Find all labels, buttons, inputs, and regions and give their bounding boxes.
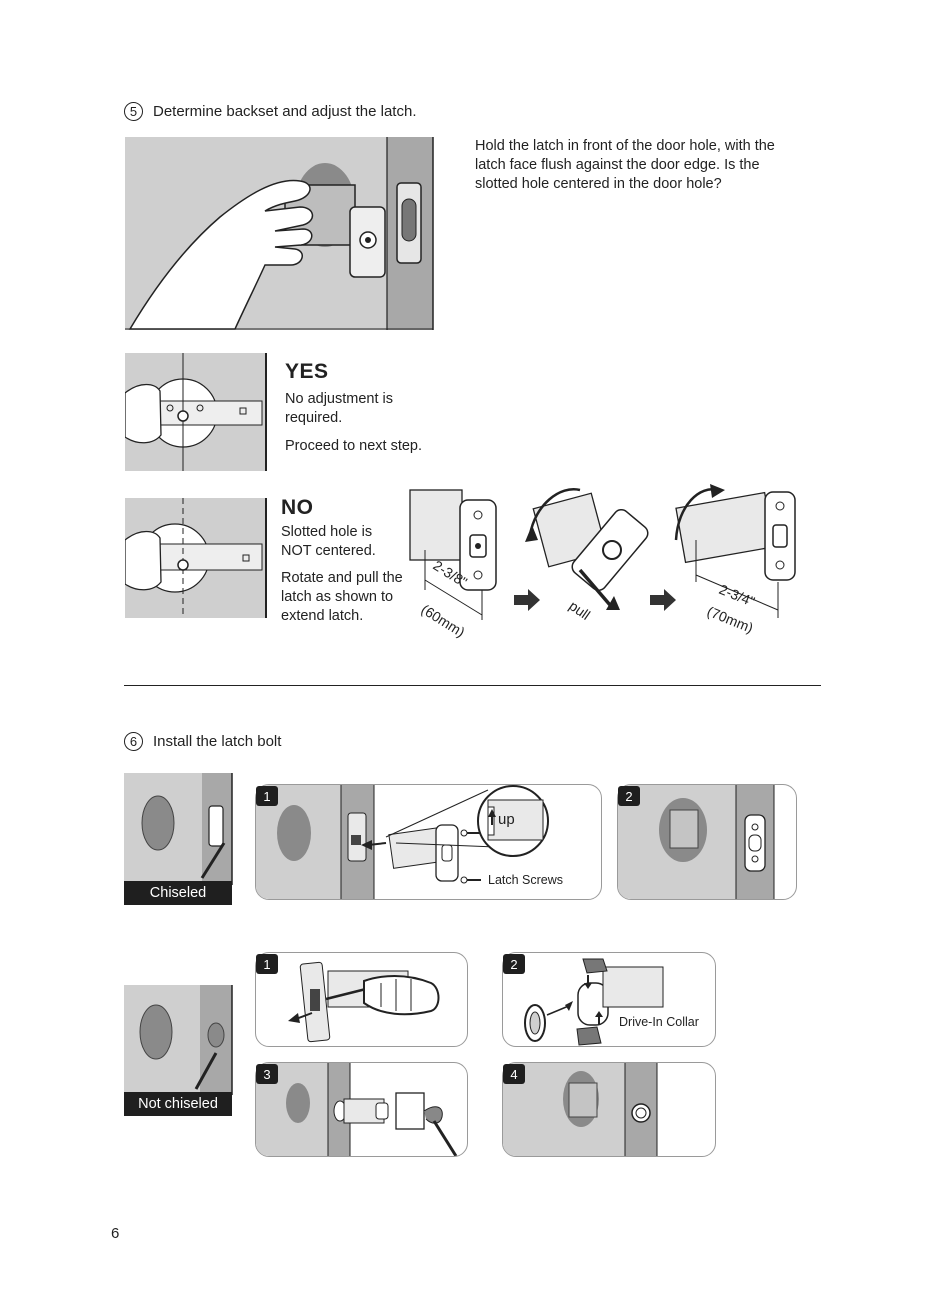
not-chiseled-panel-1-badge: 1 xyxy=(256,954,278,974)
not-chiseled-panel-4 xyxy=(502,1062,716,1157)
not-chiseled-panel-4-badge: 4 xyxy=(503,1064,525,1084)
chiseled-label: Chiseled xyxy=(124,881,232,905)
arrow-icon xyxy=(565,1001,573,1011)
no-heading: NO xyxy=(281,496,314,519)
pull-arrow-icon xyxy=(606,596,620,610)
not-chiseled-label: Not chiseled xyxy=(124,1092,232,1116)
insert-arrow-icon xyxy=(361,840,372,850)
step5-number: 5 xyxy=(124,102,143,121)
latch-extension-sequence: 2-3/8" (60mm) pull xyxy=(400,470,820,650)
up-arrow-icon xyxy=(488,809,496,817)
step5-title-period: . xyxy=(412,103,417,120)
up-label: up xyxy=(498,811,515,828)
chiseled-panel-2-badge: 2 xyxy=(618,786,640,806)
latch-short: 2-3/8" (60mm) xyxy=(409,489,497,640)
chiseled-panel-2 xyxy=(617,784,797,900)
dim-long-a: 2-3/4" xyxy=(717,581,757,610)
latch-rotate: pull xyxy=(525,487,649,623)
step5-heading: 5 Determine backset and adjust the latch… xyxy=(124,102,417,121)
chiseled-thumbnail xyxy=(124,773,234,885)
chiseled-panel-1-badge: 1 xyxy=(256,786,278,806)
chiseled-panel-1: up Latch Screws xyxy=(255,784,602,900)
wood-block-icon xyxy=(395,1092,425,1130)
rotate-arrow-icon xyxy=(525,525,538,542)
down-arrow-icon xyxy=(584,983,592,989)
step5-title: Determine backset and adjust the latch xyxy=(153,103,413,120)
yes-illustration xyxy=(125,353,270,471)
latch-screws-label: Latch Screws xyxy=(488,873,564,887)
up-arrow-icon xyxy=(595,1011,603,1017)
no-illustration xyxy=(125,498,270,618)
step6-title: Install the latch bolt xyxy=(153,733,282,750)
pull-label: pull xyxy=(566,597,593,623)
not-chiseled-panel-1 xyxy=(255,952,468,1047)
arrow-right-icon xyxy=(514,589,540,611)
not-chiseled-panel-3-badge: 3 xyxy=(256,1064,278,1084)
dim-short-b: (60mm) xyxy=(418,601,467,640)
not-chiseled-thumbnail xyxy=(124,985,234,1095)
step5-instruction: Hold the latch in front of the door hole… xyxy=(475,138,775,192)
not-chiseled-panel-3 xyxy=(255,1062,468,1157)
not-chiseled-panel-2-badge: 2 xyxy=(503,954,525,974)
yes-line2: Proceed to next step. xyxy=(285,438,423,454)
latch-hold-illustration xyxy=(125,137,435,330)
rotate-arrow-icon xyxy=(710,484,725,498)
no-line2: Rotate and pull the latch as shown to ex… xyxy=(281,570,403,624)
screwdriver-icon xyxy=(363,975,440,1016)
section-divider xyxy=(124,685,821,686)
arrow-right-icon xyxy=(650,589,676,611)
step6-heading: 6 Install the latch bolt xyxy=(124,732,281,751)
not-chiseled-panel-2: Drive-In Collar xyxy=(502,952,716,1047)
yes-line1: No adjustment is required. xyxy=(285,391,393,426)
page-number: 6 xyxy=(111,1225,120,1242)
hammer-icon xyxy=(432,1120,458,1156)
remove-arrow-icon xyxy=(288,1013,300,1023)
step6-number: 6 xyxy=(124,732,143,751)
latch-long: 2-3/4" (70mm) xyxy=(674,484,796,636)
no-line1: Slotted hole is NOT centered. xyxy=(281,524,376,559)
yes-heading: YES xyxy=(285,360,329,383)
drive-in-collar-label: Drive-In Collar xyxy=(619,1015,699,1029)
